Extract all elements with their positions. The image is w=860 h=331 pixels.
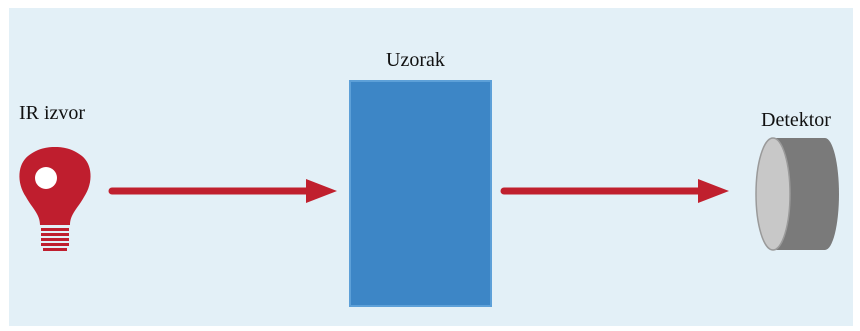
sample-label: Uzorak [386,49,445,71]
beam-arrow-sample-to-detector [500,179,729,203]
beam-arrow-source-to-sample [108,179,337,203]
detector-label: Detektor [761,109,831,131]
detector-cylinder-icon [755,137,839,251]
sample-block [349,80,492,307]
light-bulb-icon [19,147,91,251]
ir-source-label: IR izvor [19,102,86,124]
